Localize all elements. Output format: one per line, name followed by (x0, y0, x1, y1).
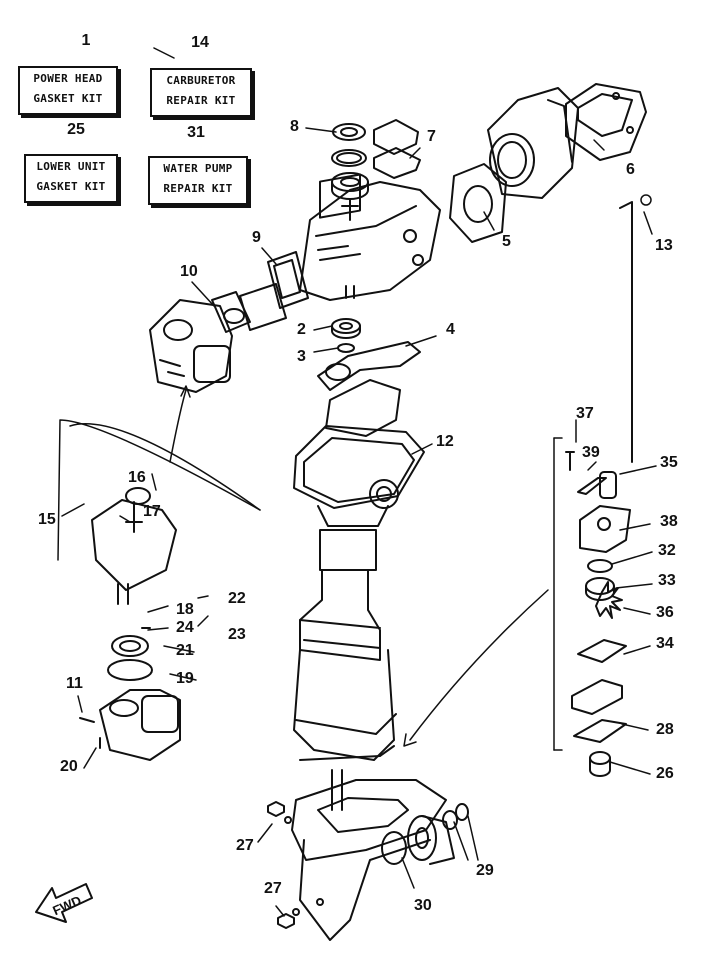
part-label-5[interactable]: 5 (502, 233, 511, 250)
part-label-27-lower[interactable]: 27 (264, 880, 282, 897)
carburetor-icon (149, 299, 233, 393)
part-label-26[interactable]: 26 (656, 765, 674, 782)
cover-plate-icon (373, 119, 421, 179)
forward-arrow-icon: FWD (35, 883, 93, 923)
kit-label-line1: CARBURETOR (166, 74, 236, 87)
kit-label-line2: GASKET KIT (36, 180, 106, 193)
part-label-10[interactable]: 10 (180, 263, 198, 280)
part-label-18[interactable]: 18 (176, 601, 194, 618)
part-label-38[interactable]: 38 (660, 513, 678, 530)
kit-number-water-pump: 31 (187, 124, 205, 141)
part-label-36[interactable]: 36 (656, 604, 674, 621)
kit-box-lower-unit[interactable]: LOWER UNIT GASKET KIT (24, 154, 118, 203)
kit-label-line2: GASKET KIT (33, 92, 103, 105)
part-label-21[interactable]: 21 (176, 642, 194, 659)
part-label-27-upper[interactable]: 27 (236, 837, 254, 854)
part-label-19[interactable]: 19 (176, 670, 194, 687)
part-label-17[interactable]: 17 (143, 503, 161, 520)
bearing-seal-icon (331, 123, 369, 200)
part-label-20[interactable]: 20 (60, 758, 78, 775)
kit-label-line2: REPAIR KIT (163, 182, 233, 195)
propeller-cap-icon (381, 803, 469, 865)
carburetor-exploded-icon (79, 487, 181, 761)
kit-label-line2: REPAIR KIT (166, 94, 236, 107)
kit-box-carburetor[interactable]: CARBURETOR REPAIR KIT (150, 68, 252, 117)
nut-icon (267, 801, 300, 929)
cylinder-head-icon (449, 87, 579, 243)
part-label-8[interactable]: 8 (290, 118, 299, 135)
intake-gasket-icon (211, 251, 309, 333)
part-label-11[interactable]: 11 (66, 675, 83, 692)
part-label-16[interactable]: 16 (128, 469, 146, 486)
part-label-30[interactable]: 30 (414, 897, 432, 914)
part-label-37[interactable]: 37 (576, 405, 594, 422)
kit-box-power-head[interactable]: POWER HEAD GASKET KIT (18, 66, 118, 115)
kit-label-line1: LOWER UNIT (36, 160, 106, 173)
part-label-24[interactable]: 24 (176, 619, 194, 636)
kit-box-water-pump[interactable]: WATER PUMP REPAIR KIT (148, 156, 248, 205)
crankcase-icon (299, 173, 441, 301)
part-label-9[interactable]: 9 (252, 229, 261, 246)
part-label-35[interactable]: 35 (660, 454, 678, 471)
gear-case-icon (291, 769, 447, 941)
part-label-33[interactable]: 33 (658, 572, 676, 589)
part-label-23[interactable]: 23 (228, 626, 246, 643)
part-label-4[interactable]: 4 (446, 321, 455, 338)
kit-label-line1: POWER HEAD (33, 72, 103, 85)
drive-shaft-housing-icon (293, 379, 425, 761)
part-label-7[interactable]: 7 (427, 128, 436, 145)
kit-number-lower-unit: 25 (67, 121, 85, 138)
head-gasket-icon (565, 83, 647, 161)
part-label-6[interactable]: 6 (626, 161, 635, 178)
lower-seal-icon (317, 318, 421, 391)
part-label-28[interactable]: 28 (656, 721, 674, 738)
kit-label-line1: WATER PUMP (163, 162, 233, 175)
part-label-22[interactable]: 22 (228, 590, 246, 607)
part-label-32[interactable]: 32 (658, 542, 676, 559)
leader-lines (57, 47, 657, 917)
part-label-39[interactable]: 39 (582, 444, 600, 461)
part-label-12[interactable]: 12 (436, 433, 454, 450)
part-label-3[interactable]: 3 (297, 348, 306, 365)
part-label-29[interactable]: 29 (476, 862, 494, 879)
kit-number-carburetor: 14 (191, 34, 209, 51)
part-label-15[interactable]: 15 (38, 511, 56, 528)
part-label-13[interactable]: 13 (655, 237, 673, 254)
kit-number-power-head: 1 (81, 32, 91, 49)
water-pump-icon (565, 201, 633, 777)
part-label-34[interactable]: 34 (656, 635, 674, 652)
part-label-2[interactable]: 2 (297, 321, 306, 338)
